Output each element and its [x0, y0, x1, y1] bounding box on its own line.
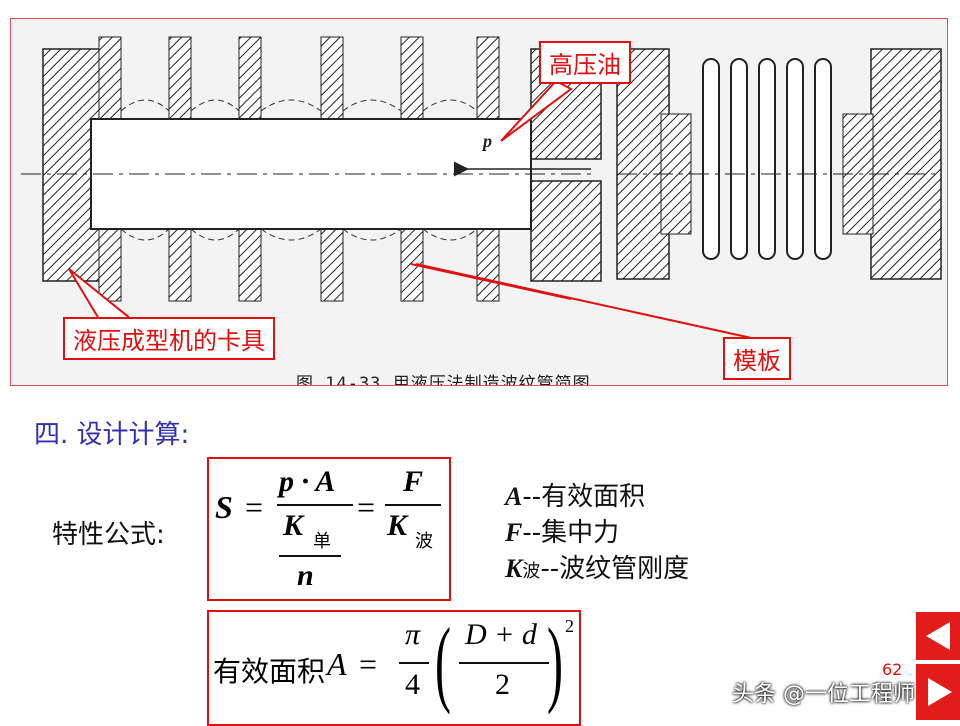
- section-heading: 四. 设计计算:: [34, 420, 190, 450]
- formula2-box: 有效面积 A = π 4 ( D + d 2 ) 2: [207, 608, 581, 726]
- callout-fixture: 液压成型机的卡具: [63, 317, 275, 360]
- formed-bellows: [660, 58, 874, 260]
- formula1-num1: p · A: [279, 465, 336, 498]
- bellows-drawing: p: [21, 36, 942, 340]
- template-plates-bottom: [98, 218, 500, 302]
- formula1-label: 特性公式:: [52, 520, 165, 550]
- formula2-label: 有效面积: [213, 655, 326, 688]
- next-slide-button[interactable]: [916, 664, 960, 720]
- watermark: 头条 @一位工程师: [732, 682, 915, 707]
- nav-prev-icon: [926, 622, 950, 650]
- template-plates-top: [98, 36, 500, 120]
- prev-slide-button[interactable]: [916, 612, 960, 660]
- callout-template: 模板: [723, 337, 791, 380]
- nav-next-icon: [928, 678, 952, 706]
- formula1-num2: F: [403, 465, 424, 498]
- page-number: 62: [882, 660, 903, 679]
- pressure-symbol: p: [481, 131, 492, 151]
- legend-item: F--集中力: [505, 518, 620, 548]
- callout-high-pressure-oil: 高压油: [539, 41, 631, 84]
- formula1-box: S = p · A K 单 n = F K 波: [207, 457, 451, 601]
- figure-caption: 图 14-33 用液压法制造波纹管简图: [296, 374, 591, 386]
- figure-panel: p 高压油 液压成型机的卡具 模板 图 14-33 用液压法制造波纹管简图: [10, 18, 948, 386]
- legend-item: K波--波纹管刚度: [505, 554, 690, 584]
- formula1-lhs: S: [215, 489, 233, 525]
- legend-item: A--有效面积: [505, 482, 646, 512]
